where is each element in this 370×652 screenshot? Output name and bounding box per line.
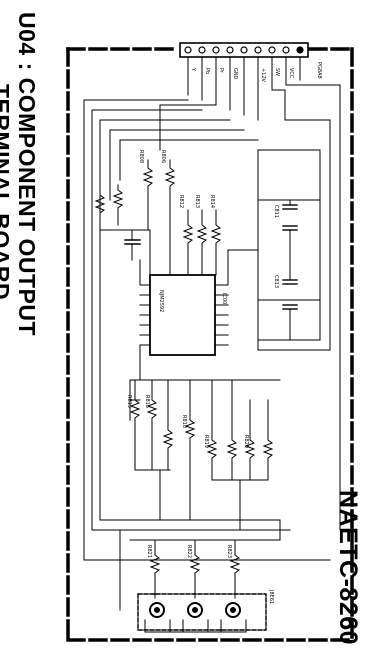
label-r806: R806 xyxy=(160,150,166,163)
connector-label: PG8A8 xyxy=(316,62,322,79)
middle-resistors xyxy=(182,209,222,276)
label-r813: R813 xyxy=(194,195,200,208)
label-r821: R821 xyxy=(146,545,152,558)
label-r814: R814 xyxy=(209,195,215,208)
net-y: Y xyxy=(190,67,196,72)
label-r815: R815 xyxy=(126,395,132,408)
net-vcc: VCC xyxy=(288,68,294,79)
connector-wires xyxy=(159,56,341,531)
label-r822: R822 xyxy=(186,545,192,558)
label-r818: R818 xyxy=(181,415,187,428)
bus-lines xyxy=(83,99,331,611)
top-connector xyxy=(179,42,309,58)
ic-name-label: IC00 xyxy=(221,293,227,304)
label-c813: C813 xyxy=(273,275,279,288)
ic-chip xyxy=(139,249,259,381)
output-jacks xyxy=(137,593,267,633)
label-r823: R823 xyxy=(226,545,232,558)
component-labels: PG8A8 IC00 NJM2592 J8E61 R808 R806 R812 … xyxy=(126,62,322,604)
lower-network xyxy=(129,379,281,531)
label-r816: R816 xyxy=(144,395,150,408)
cap-bank xyxy=(257,149,331,351)
net-12v: +12V xyxy=(260,68,266,83)
net-pb: Pb xyxy=(204,68,210,74)
jack-label: J8E61 xyxy=(268,589,274,604)
board-outline xyxy=(66,47,354,642)
label-c811: C811 xyxy=(273,205,279,218)
output-resistors xyxy=(129,519,281,599)
net-pr: Pr xyxy=(218,68,224,74)
label-r812: R812 xyxy=(178,195,184,208)
label-r820: R820 xyxy=(243,435,249,448)
upper-left-network xyxy=(94,159,176,276)
net-gnd: GND xyxy=(232,68,238,80)
net-sw: SW xyxy=(274,68,280,76)
label-r819: R819 xyxy=(203,435,209,448)
ic-part-label: NJM2592 xyxy=(158,290,164,312)
label-r808: R808 xyxy=(138,150,144,163)
